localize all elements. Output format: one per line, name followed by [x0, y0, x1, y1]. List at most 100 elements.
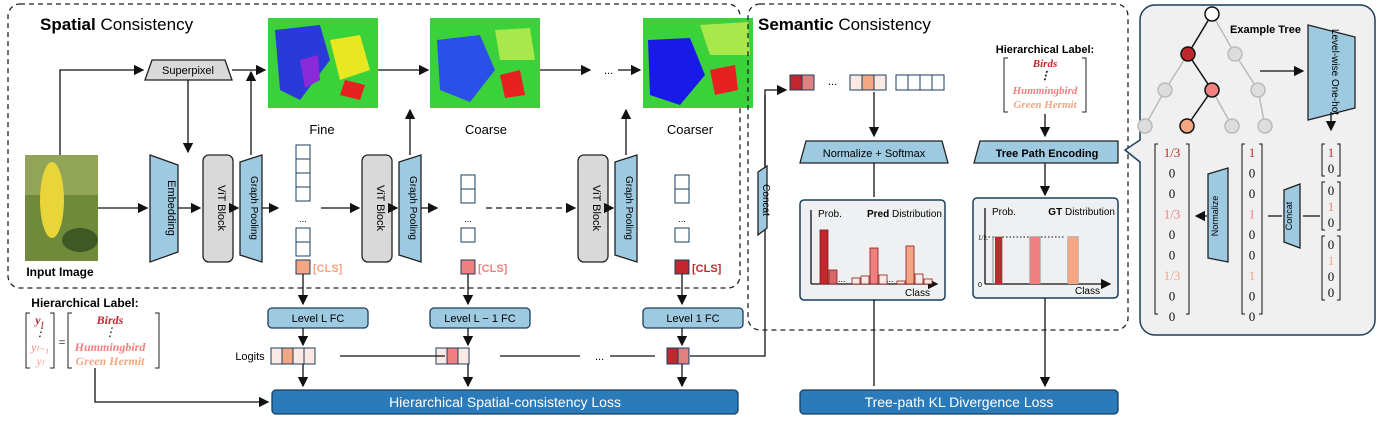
- token: [295, 241, 311, 257]
- semantic-token: [907, 74, 921, 91]
- graph-pooling-label: Graph Pooling: [407, 176, 418, 240]
- token: [674, 188, 690, 204]
- gt-bar-level2: [1030, 237, 1040, 284]
- gt-prob-label: Prob.: [992, 207, 1016, 218]
- bracket: [1154, 143, 1190, 315]
- input-image: [25, 155, 98, 261]
- semantic-token: [801, 74, 815, 91]
- gt-bar-level3: [1068, 237, 1078, 284]
- token: [295, 158, 311, 174]
- label-green-hermit: Green Hermit: [1013, 99, 1077, 111]
- token: [674, 174, 690, 190]
- level-fc-label: Level L FC: [292, 313, 345, 325]
- vit-block-label: ViT Block: [215, 185, 227, 232]
- pred-bar: [819, 229, 829, 285]
- vector-entry: 1: [1328, 145, 1335, 160]
- vit-block-label: ViT Block: [590, 185, 602, 232]
- pred-bar: [860, 275, 870, 285]
- graph-pooling-label: Graph Pooling: [248, 176, 259, 240]
- semantic-token: [931, 74, 945, 91]
- tree-node: [1204, 82, 1220, 98]
- logit-cell: [457, 347, 470, 365]
- logit-cell: [446, 347, 459, 365]
- bracket: [1241, 143, 1263, 315]
- normalize-block: [1207, 167, 1229, 263]
- vector-entry: 0: [1169, 248, 1176, 263]
- semantic-token: [861, 74, 875, 91]
- semantic-token: [849, 74, 863, 91]
- semantic-token: [789, 74, 803, 91]
- tree-node: [1179, 118, 1195, 134]
- pred-prob-label: Prob.: [818, 209, 842, 220]
- example-tree-title: Example Tree: [1230, 24, 1301, 36]
- concat-label: Concat: [760, 184, 771, 216]
- label-hummingbird: Hummingbird: [1012, 85, 1078, 97]
- hier-label-title: Hierarchical Label:: [31, 296, 138, 310]
- vector-entry: 0: [1249, 289, 1256, 304]
- tree-node: [1204, 6, 1220, 22]
- tree-path-kl-loss-label: Tree-path KL Divergence Loss: [865, 394, 1054, 410]
- gt-xlabel: Class: [1075, 286, 1100, 297]
- tree-node: [1227, 46, 1243, 62]
- tree-edge: [1187, 13, 1213, 55]
- label-green-hermit: Green Hermit: [76, 354, 146, 368]
- tree-concat-block: [1283, 183, 1301, 249]
- superpixel-map-fine: [268, 18, 378, 108]
- graph-pooling-label: Graph Pooling: [623, 176, 634, 240]
- cls-token: [460, 259, 476, 275]
- label-birds: Birds: [96, 313, 124, 327]
- logit-cell: [666, 347, 679, 365]
- cls-label: [CLS]: [692, 263, 722, 275]
- tree-node: [1137, 118, 1153, 134]
- pred-xlabel: Class: [905, 288, 930, 299]
- vit-block-label: ViT Block: [374, 185, 386, 232]
- superpixel-label: Superpixel: [162, 65, 214, 77]
- vector-entry: 0: [1249, 166, 1256, 181]
- superpixel-map-coarse: [430, 18, 540, 108]
- vector-entry: 0: [1328, 215, 1335, 230]
- tree-path-encoding-block: [973, 140, 1119, 164]
- vector-entry: 1: [1328, 199, 1335, 214]
- embedding-label: Embedding: [165, 180, 177, 236]
- logit-cell: [281, 347, 294, 365]
- bracket: [1321, 181, 1341, 231]
- token: [295, 186, 311, 202]
- vector-entry: 1: [1249, 268, 1256, 283]
- vector-entry: 0: [1328, 183, 1335, 198]
- level-fc-label: Level L − 1 FC: [444, 313, 515, 325]
- cls-token: [295, 259, 311, 275]
- bracket: [1321, 143, 1341, 177]
- pred-bar: [896, 280, 906, 285]
- gt-title: GT Distribution: [1048, 207, 1115, 218]
- ellipsis: ...: [678, 214, 686, 224]
- vector-entry: 0: [1169, 309, 1176, 324]
- cls-label: [CLS]: [313, 263, 343, 275]
- vector-entry: 1/3: [1164, 268, 1181, 283]
- tree-path-kl-loss: [799, 389, 1119, 415]
- scale-coarser-label: Coarser: [667, 122, 714, 137]
- pred-bar: [878, 274, 888, 285]
- vector-entry: 0: [1328, 237, 1335, 252]
- pred-title: Pred Distribution: [867, 209, 942, 220]
- scale-coarse-label: Coarse: [465, 122, 507, 137]
- ellipsis: ...: [595, 351, 604, 363]
- hierarchical-spatial-loss: [271, 389, 739, 415]
- vector-entry: 0: [1249, 227, 1256, 242]
- token: [674, 227, 690, 243]
- gt-ytick-0: 0: [978, 282, 982, 289]
- token: [295, 144, 311, 160]
- bracket: [1321, 235, 1341, 301]
- logit-cell: [303, 347, 316, 365]
- vector-entry: 0: [1328, 269, 1335, 284]
- y1: y₁: [33, 313, 45, 327]
- graph-pooling-block: [614, 154, 638, 263]
- gt-bar-level1: [995, 237, 1002, 284]
- pred-bar: [828, 269, 838, 285]
- level-fc-block: [642, 307, 744, 329]
- pred-bar: [869, 247, 879, 285]
- tree-node: [1257, 118, 1273, 134]
- semantic-token: [895, 74, 909, 91]
- tree-path-encoding-label: Tree Path Encoding: [996, 148, 1099, 160]
- token: [460, 188, 476, 204]
